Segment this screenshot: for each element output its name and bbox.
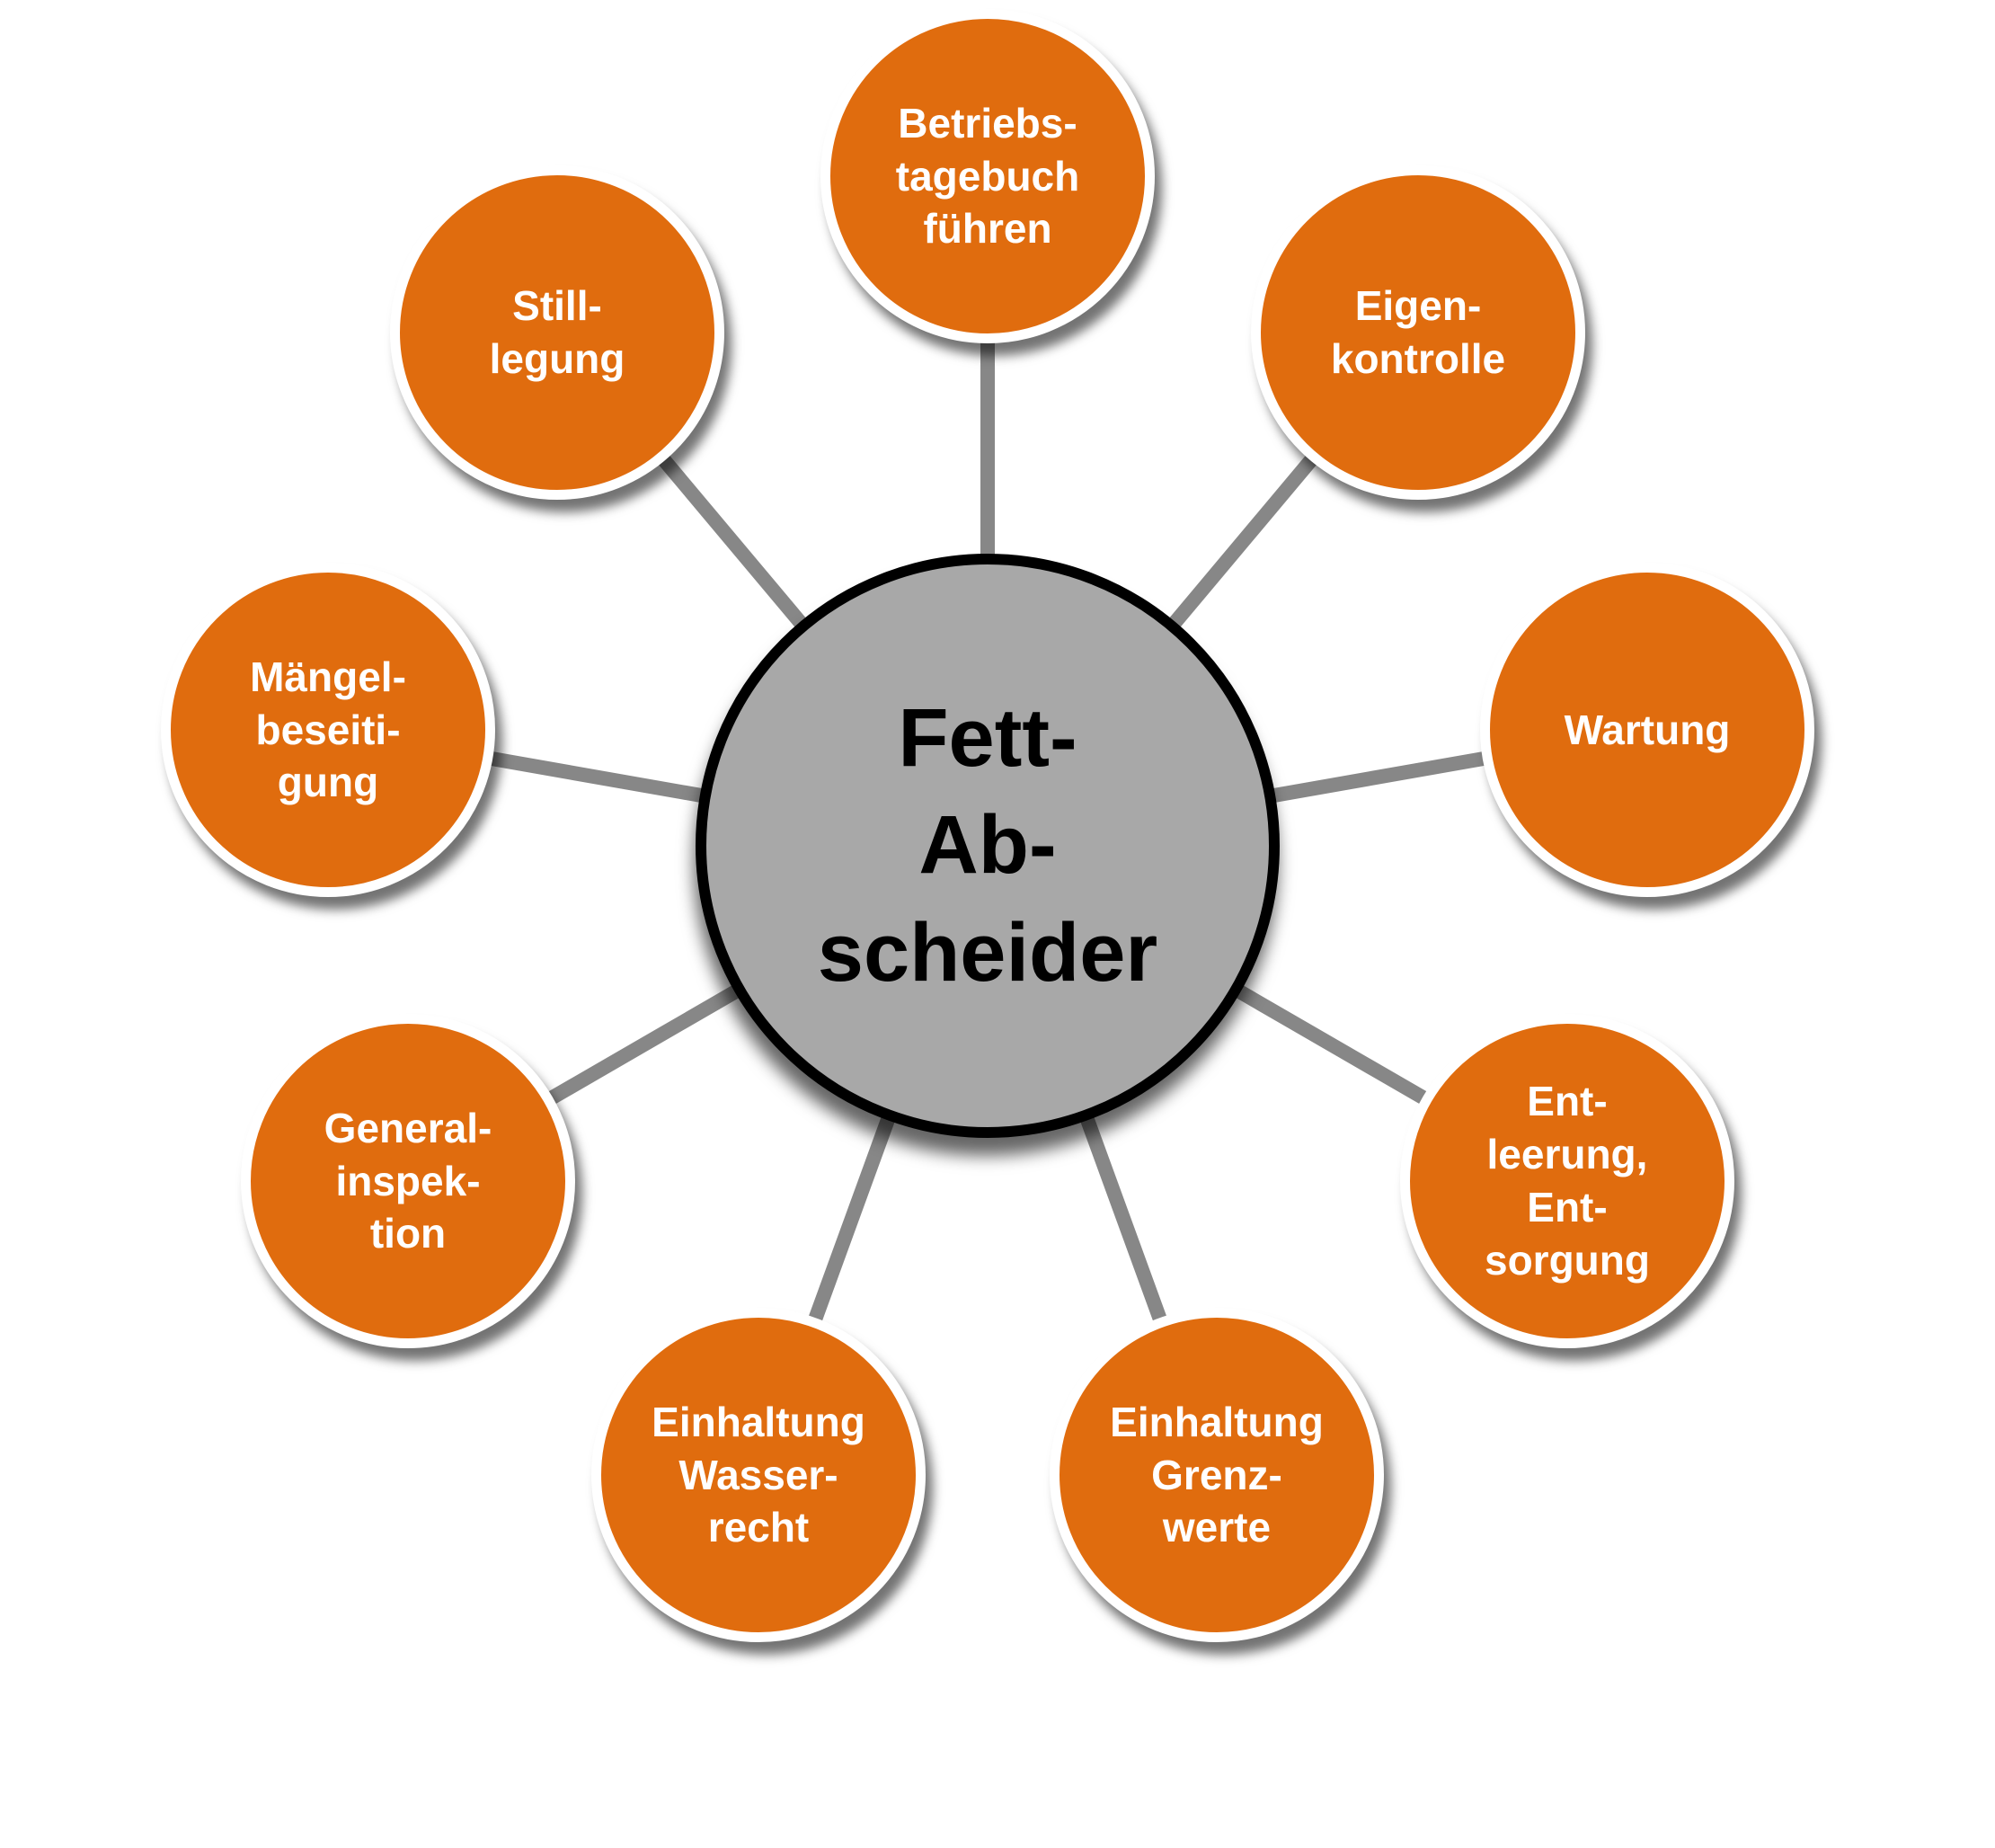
node-einhaltung-grenzwerte: Einhaltung Grenz- werte <box>1050 1308 1384 1642</box>
node-betriebstagebuch-fuehren: Betriebs- tagebuch führen <box>820 9 1155 343</box>
node-maengelbeseitigung: Mängel- beseiti- gung <box>161 563 495 897</box>
node-eigenkontrolle: Eigen- kontrolle <box>1251 165 1585 500</box>
node-entleerung-entsorgung: Ent- leerung, Ent- sorgung <box>1400 1014 1734 1348</box>
node-stilllegung: Still- legung <box>390 165 724 500</box>
node-wartung: Wartung <box>1480 563 1814 897</box>
node-einhaltung-wasserrecht: Einhaltung Wasser- recht <box>591 1308 926 1642</box>
hub-circle-fettabscheider: Fett- Ab- scheider <box>696 554 1280 1138</box>
node-generalinspektion: General- inspek- tion <box>241 1014 575 1348</box>
